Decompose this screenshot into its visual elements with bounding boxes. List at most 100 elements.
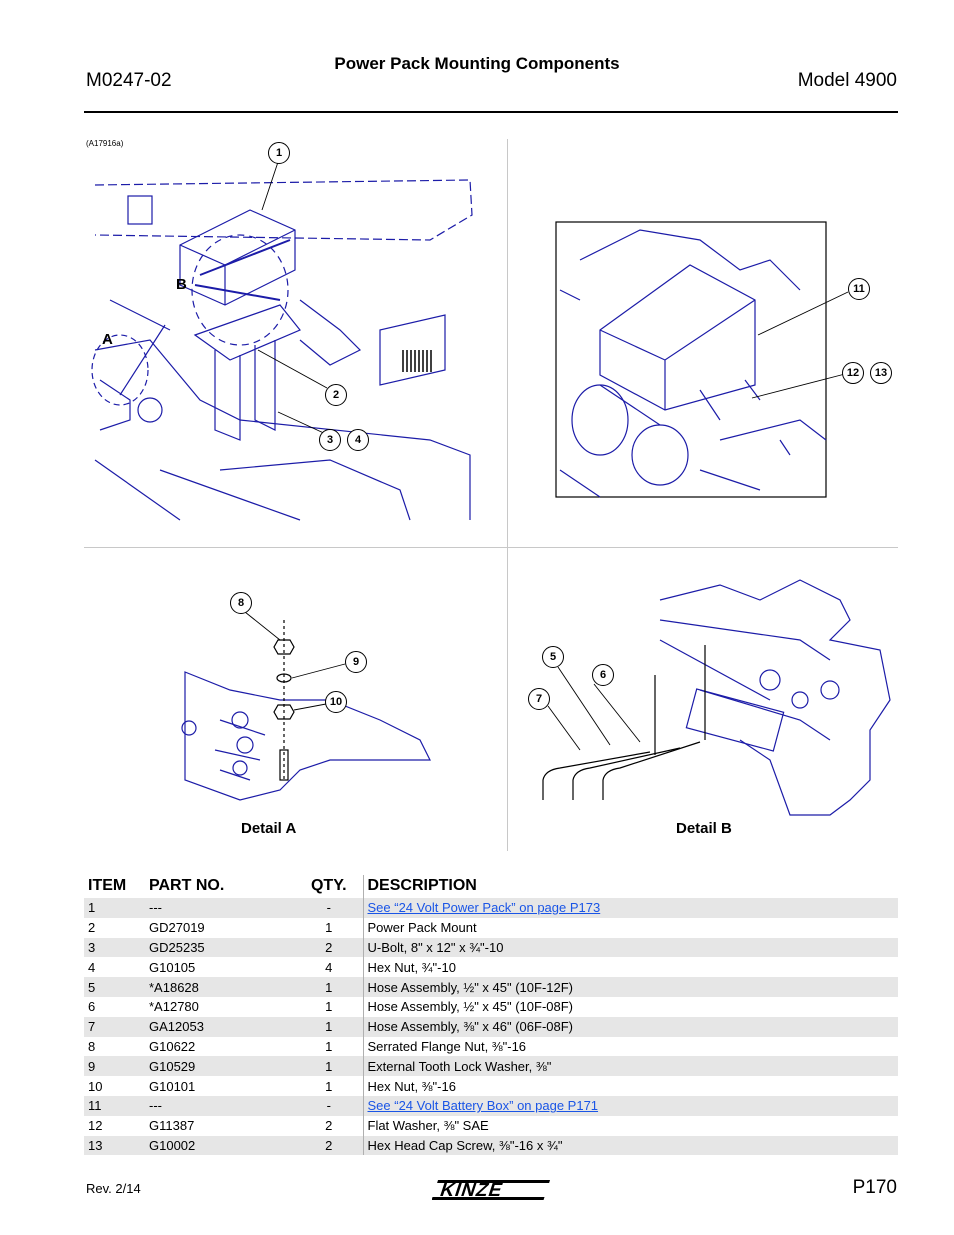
callout-12: 12 — [842, 362, 864, 384]
cell-qty: 2 — [295, 937, 363, 958]
cell-qty: 2 — [295, 1135, 363, 1156]
cell-item: 7 — [84, 1016, 145, 1037]
cell-item: 12 — [88, 1118, 103, 1134]
revision-date: Rev. 2/14 — [86, 1181, 141, 1196]
page-number: P170 — [852, 1177, 897, 1198]
cell-part-no: *A18628 — [145, 977, 295, 997]
cell-item: 2 — [88, 920, 96, 936]
cell-part-no: GD25235 — [145, 937, 295, 958]
cell-item: 10 — [88, 1078, 103, 1094]
callout-13: 13 — [870, 362, 892, 384]
table-row: 1----See “24 Volt Power Pack” on page P1… — [84, 898, 898, 918]
cell-part-no: --- — [145, 1095, 295, 1116]
cell-description: Hose Assembly, ⅜" x 46" (06F-08F) — [362, 1016, 898, 1037]
cell-item: 4 — [88, 959, 96, 975]
cell-item: 3 — [84, 937, 145, 958]
callout-9: 9 — [345, 651, 367, 673]
callout-5: 5 — [542, 646, 564, 668]
callout-2: 2 — [325, 384, 347, 406]
header-description: DESCRIPTION — [362, 875, 898, 898]
table-row: 2 GD27019 1 Power Pack Mount — [84, 917, 898, 938]
cell-part-no: G10105 — [149, 959, 196, 975]
svg-text:KINZE: KINZE — [437, 1179, 506, 1200]
cell-qty: 4 — [325, 959, 333, 975]
table-row: 11----See “24 Volt Battery Box” on page … — [84, 1095, 898, 1116]
table-row: 12 G11387 2 Flat Washer, ⅜" SAE — [84, 1115, 898, 1136]
figure-vertical-divider — [507, 139, 508, 851]
cell-description: Hex Head Cap Screw, ⅜"-16 x ¾" — [362, 1135, 898, 1156]
detail-a-drawing — [181, 620, 431, 801]
cell-item: 8 — [88, 1038, 96, 1054]
cell-qty: - — [295, 898, 363, 918]
cell-part-no: G10529 — [145, 1056, 295, 1077]
cell-description: Hex Nut, ¾"-10 — [362, 957, 898, 978]
cell-qty: 1 — [295, 1016, 363, 1037]
table-row: 4 G10105 4 Hex Nut, ¾"-10 — [84, 957, 898, 978]
cell-item: 9 — [84, 1056, 145, 1077]
cell-description: Flat Washer, ⅜" SAE — [362, 1115, 898, 1136]
parts-illustration — [91, 161, 891, 816]
cell-description: Hex Nut, ⅜"-16 — [362, 1076, 898, 1096]
battery-box-drawing — [555, 221, 827, 498]
table-row: 6 *A12780 1 Hose Assembly, ½" x 45" (10F-08… — [84, 996, 898, 1017]
document-number: M0247-02 — [86, 70, 172, 91]
detail-b-drawing — [542, 579, 891, 816]
callout-10: 10 — [325, 691, 347, 713]
cell-description: Serrated Flange Nut, ⅜"-16 — [362, 1036, 898, 1057]
cell-description: Hose Assembly, ½" x 45" (10F-08F) — [362, 996, 898, 1017]
callout-7: 7 — [528, 688, 550, 710]
cell-part-no: G11387 — [149, 1118, 195, 1134]
cell-part-no: GD27019 — [149, 920, 205, 936]
model-name: Model 4900 — [797, 70, 897, 91]
cell-description: Hose Assembly, ½" x 45" (10F-12F) — [362, 977, 898, 997]
cell-description: See “24 Volt Power Pack” on page P173 — [362, 898, 898, 918]
callout-4: 4 — [347, 429, 369, 451]
callout-6: 6 — [592, 664, 614, 686]
detail-a-label: Detail A — [241, 820, 297, 837]
cell-part-no: *A12780 — [149, 999, 199, 1015]
callout-8: 8 — [230, 592, 252, 614]
callout-3: 3 — [319, 429, 341, 451]
header-part-no: PART NO. — [149, 877, 225, 894]
cell-item: 5 — [84, 977, 145, 997]
cell-item: 13 — [84, 1135, 145, 1156]
callout-11: 11 — [848, 278, 870, 300]
cell-qty: 1 — [295, 1056, 363, 1077]
cell-qty: 1 — [325, 999, 333, 1015]
parts-table-header: ITEM PART NO. QTY. DESCRIPTION — [84, 875, 898, 898]
cell-part-no: --- — [145, 898, 295, 918]
cell-part-no: G10002 — [145, 1135, 295, 1156]
main-assembly-drawing — [91, 179, 473, 521]
cell-item: 11 — [84, 1095, 145, 1116]
cross-reference-link[interactable]: See “24 Volt Power Pack” on page P173 — [367, 900, 601, 916]
cross-reference-link[interactable]: See “24 Volt Battery Box” on page P171 — [367, 1098, 599, 1114]
detail-b-label: Detail B — [676, 820, 732, 837]
figure-id: (A17916a) — [86, 139, 124, 148]
cell-qty: - — [295, 1095, 363, 1116]
cell-qty: 1 — [325, 1078, 333, 1094]
detail-b-marker: B — [176, 276, 187, 293]
detail-a-marker: A — [102, 331, 113, 348]
cell-qty: 1 — [325, 920, 333, 936]
cell-qty: 1 — [325, 1038, 333, 1054]
cell-part-no: GA12053 — [145, 1016, 295, 1037]
cell-description: U-Bolt, 8" x 12" x ¾"-10 — [362, 937, 898, 958]
figure-horizontal-divider — [84, 547, 898, 548]
header-item: ITEM — [88, 877, 127, 894]
cell-item: 1 — [84, 898, 145, 918]
cell-part-no: G10622 — [149, 1038, 196, 1054]
callout-1: 1 — [268, 142, 290, 164]
cell-description: Power Pack Mount — [362, 917, 898, 938]
parts-table: ITEM PART NO. QTY. DESCRIPTION 1----See … — [84, 875, 898, 1156]
cell-description: External Tooth Lock Washer, ⅜" — [362, 1056, 898, 1077]
cell-qty: 2 — [325, 1118, 333, 1134]
header-divider — [84, 111, 898, 113]
cell-qty: 1 — [295, 977, 363, 997]
cell-part-no: G10101 — [149, 1078, 196, 1094]
cell-item: 6 — [88, 999, 96, 1015]
